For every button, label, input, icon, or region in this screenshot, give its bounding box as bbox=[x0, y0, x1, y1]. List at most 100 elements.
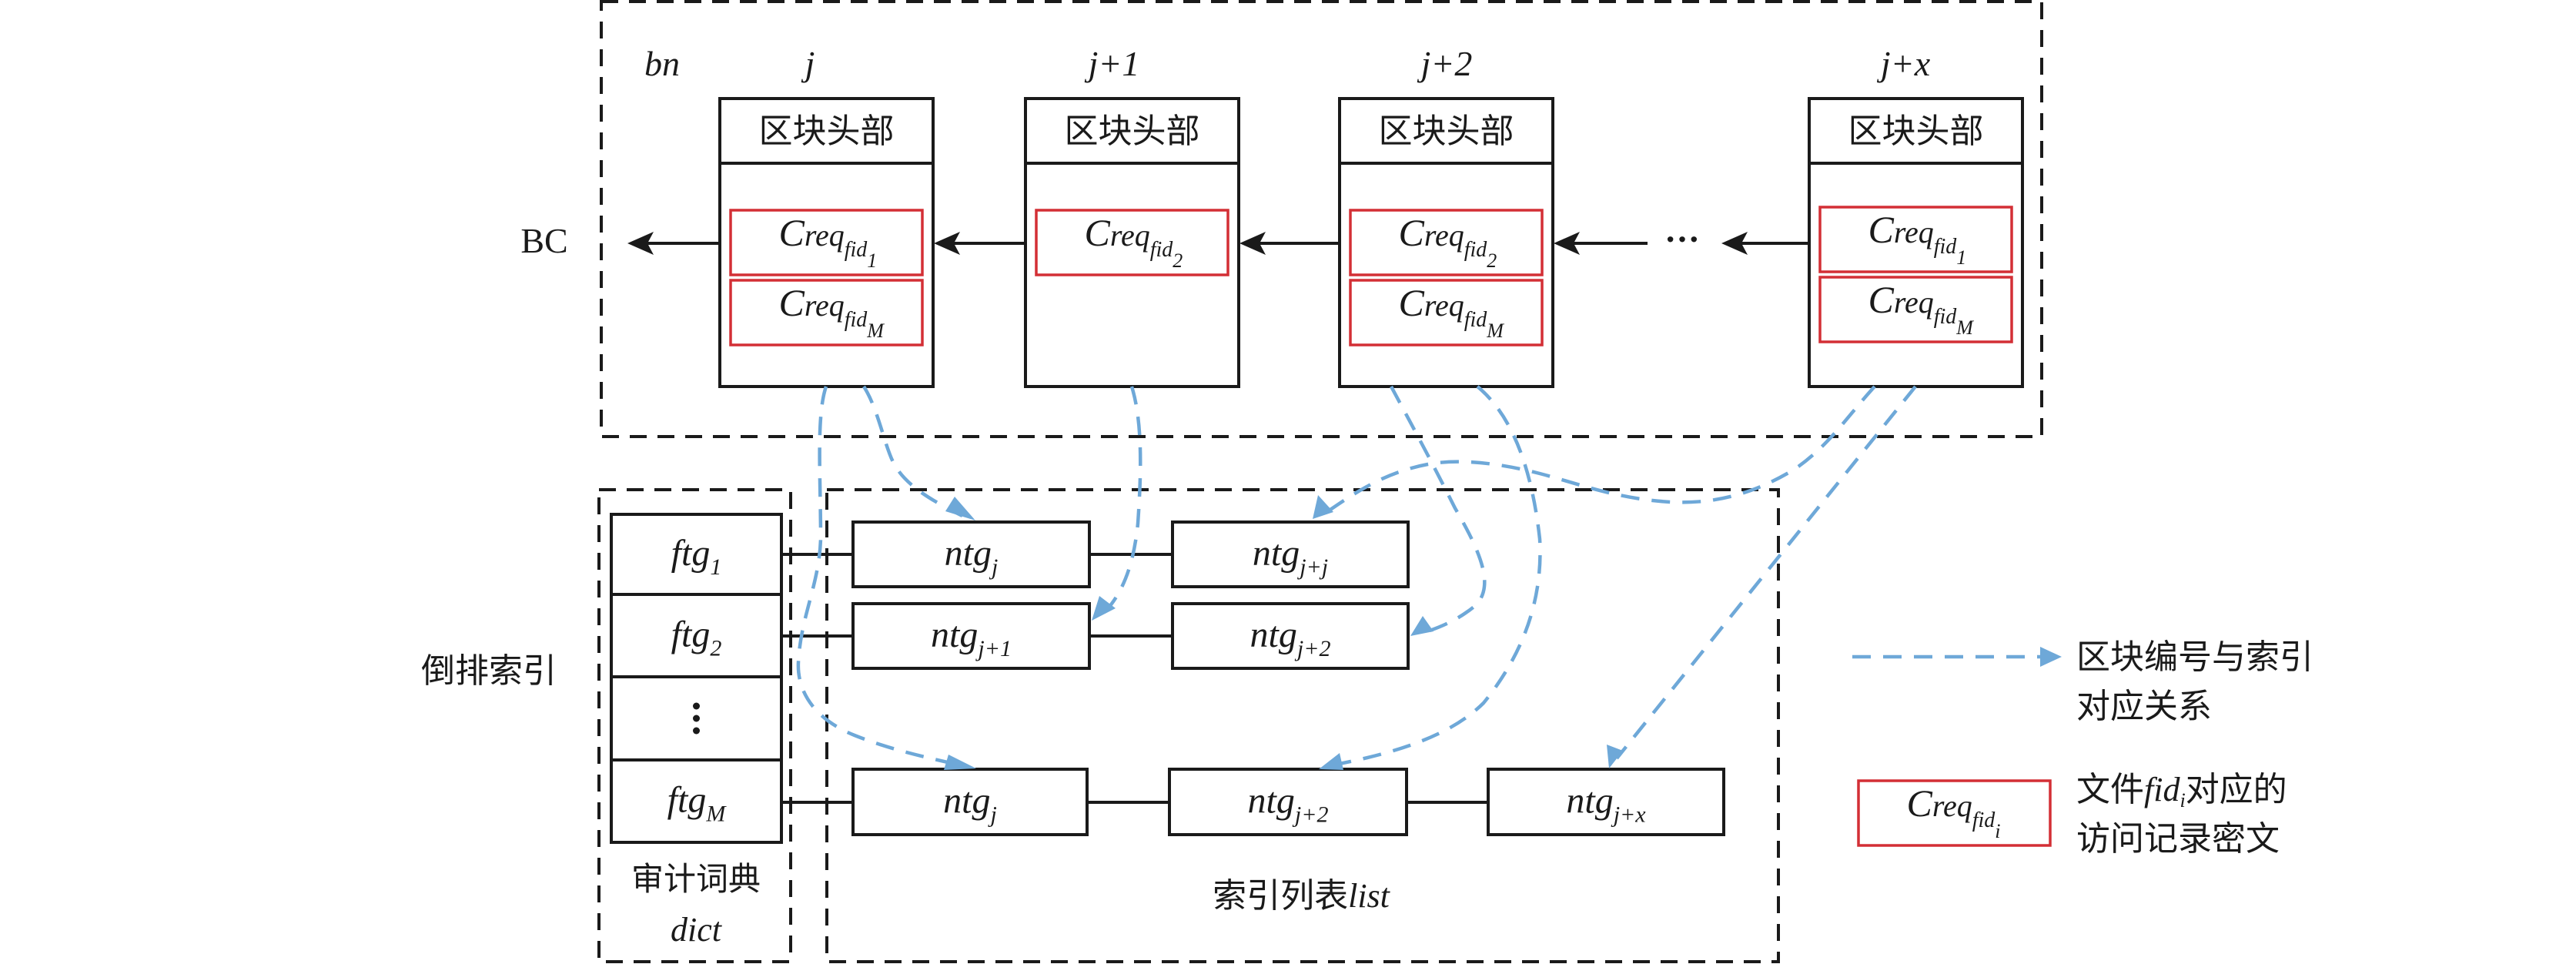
vertical-ellipsis-dot bbox=[693, 715, 700, 722]
access-record-ciphertext bbox=[1818, 206, 2013, 273]
inverted-index-label: 倒排索引 bbox=[421, 651, 557, 691]
arrowhead-row4-ntg-jx bbox=[1607, 745, 1623, 768]
access-record-ciphertext bbox=[1349, 279, 1544, 346]
tag-sub: j+1 bbox=[975, 636, 1012, 661]
cipher-index: 1 bbox=[1956, 246, 1966, 269]
legend-ciphertext-text-2: 访问记录密文 bbox=[2076, 819, 2280, 859]
legend-text-corresponding: 对应的 bbox=[2186, 770, 2287, 809]
list-node-label: ntgj+2 bbox=[1250, 614, 1331, 661]
chain-arrow-ellipsis-to-j2-arrowhead-icon bbox=[1554, 232, 1580, 255]
cipher-index: 2 bbox=[1173, 249, 1183, 272]
mapping-jx-to-row4-ntg-jx bbox=[1615, 385, 1917, 760]
cipher-index: 1 bbox=[867, 249, 877, 272]
access-record-label: CreqfidM bbox=[1868, 278, 1975, 339]
cipher-base: C bbox=[1868, 278, 1895, 321]
vertical-ellipsis-dot bbox=[693, 727, 700, 735]
block-header-label: 区块头部 bbox=[1379, 112, 1514, 151]
list-node bbox=[851, 768, 1089, 836]
dict-entry-label: ftg1 bbox=[671, 533, 722, 580]
access-record-label: Creqfid1 bbox=[1868, 208, 1967, 269]
cipher-fid: fid bbox=[1464, 308, 1488, 332]
list-node-label: ntgj bbox=[945, 533, 999, 580]
dict-entry-label: ftgM bbox=[667, 780, 728, 827]
chain-arrow-j2-to-j1-arrowhead-icon bbox=[1239, 232, 1266, 255]
mapping-j-to-row1-ntg-j bbox=[862, 385, 964, 518]
cipher-index: i bbox=[1995, 820, 2000, 842]
list-title-zh: 索引列表 bbox=[1213, 876, 1348, 915]
mapping-layer bbox=[796, 385, 1917, 770]
block-header-label: 区块头部 bbox=[1065, 112, 1200, 151]
arrowhead-row1-ntg-jj bbox=[1313, 495, 1333, 519]
list-node bbox=[851, 602, 1091, 670]
list-node-label: ntgj bbox=[943, 781, 997, 828]
cipher-fid: fid bbox=[1464, 238, 1488, 262]
dict-entry bbox=[610, 758, 783, 844]
legend-text-file: 文件 bbox=[2076, 770, 2144, 809]
cipher-index: M bbox=[866, 320, 885, 342]
tag-base: ntg bbox=[1253, 533, 1300, 574]
tag-base: ftg bbox=[671, 533, 711, 574]
cipher-fid: fid bbox=[845, 238, 868, 262]
tag-base: ntg bbox=[1250, 614, 1297, 655]
cipher-base: C bbox=[1907, 782, 1933, 825]
dict-entry-label: ftg2 bbox=[671, 614, 722, 661]
mapping-j-to-row4-ntg-j bbox=[796, 386, 962, 768]
legend-arrowhead-icon bbox=[2040, 647, 2062, 667]
legend-text-fid-sub: i bbox=[2180, 789, 2185, 812]
cipher-index: M bbox=[1486, 320, 1504, 342]
list-node-label: ntgj+x bbox=[1566, 781, 1646, 828]
access-record-ciphertext bbox=[1349, 209, 1544, 276]
bn-label: bn bbox=[644, 44, 680, 83]
cipher-fid: fid bbox=[845, 308, 868, 332]
tag-sub: M bbox=[705, 802, 727, 827]
legend-mapping-text-2: 对应关系 bbox=[2076, 687, 2212, 726]
cipher-req: req bbox=[1894, 285, 1934, 320]
tag-base: ntg bbox=[945, 533, 992, 574]
cipher-req: req bbox=[805, 218, 845, 253]
cipher-base: C bbox=[1085, 211, 1111, 254]
list-node-label: ntgj+1 bbox=[931, 614, 1012, 661]
tag-base: ftg bbox=[671, 614, 711, 655]
list-node bbox=[1168, 768, 1408, 836]
legend-mapping-text-1: 区块编号与索引 bbox=[2076, 638, 2313, 677]
dict-title-zh: 审计词典 bbox=[631, 860, 761, 898]
cipher-index: 2 bbox=[1487, 249, 1497, 272]
mapping-j2-to-row2-ntg-j2 bbox=[1390, 385, 1487, 635]
cipher-base: C bbox=[1399, 281, 1425, 324]
legend-ciphertext-box bbox=[1857, 779, 2052, 847]
arrowhead-row2-ntg-j1 bbox=[1092, 596, 1116, 621]
list-title: 索引列表list bbox=[1213, 876, 1391, 915]
list-node bbox=[1487, 768, 1725, 836]
cipher-fid: fid bbox=[1150, 238, 1174, 262]
access-record-ciphertext bbox=[1818, 276, 2013, 343]
mapping-j2-to-row4-ntg-j2 bbox=[1335, 385, 1542, 767]
dict-container bbox=[597, 488, 792, 963]
tag-base: ntg bbox=[931, 614, 978, 655]
blockchain-container bbox=[600, 0, 2043, 438]
arrowhead-row1-ntg-j bbox=[945, 497, 975, 520]
bc-label: BC bbox=[520, 221, 567, 260]
arrowhead-row2-ntg-j2 bbox=[1410, 616, 1434, 636]
cipher-base: C bbox=[1399, 211, 1425, 254]
chain-arrows: ··· bbox=[627, 219, 1809, 259]
chain-arrow-jx-to-ellipsis-arrowhead-icon bbox=[1721, 232, 1748, 255]
legend-cipher-label: Creqfidi bbox=[1907, 782, 2001, 842]
chain-arrow-j1-to-j-arrowhead-icon bbox=[934, 232, 960, 255]
cipher-req: req bbox=[1110, 218, 1150, 253]
list-node-label: ntgj+2 bbox=[1248, 781, 1329, 828]
arrowhead-row4-ntg-j2 bbox=[1319, 753, 1343, 770]
tag-sub: j bbox=[989, 554, 998, 580]
block-number: j bbox=[801, 44, 815, 83]
tag-sub: j bbox=[988, 802, 997, 828]
cipher-req: req bbox=[1424, 288, 1464, 323]
list-node-label: ntgj+j bbox=[1253, 533, 1328, 580]
block-header-label: 区块头部 bbox=[1848, 112, 1984, 151]
legend-ciphertext-text-1: 文件fidi对应的 bbox=[2076, 770, 2287, 812]
list-title-en: list bbox=[1348, 877, 1391, 915]
